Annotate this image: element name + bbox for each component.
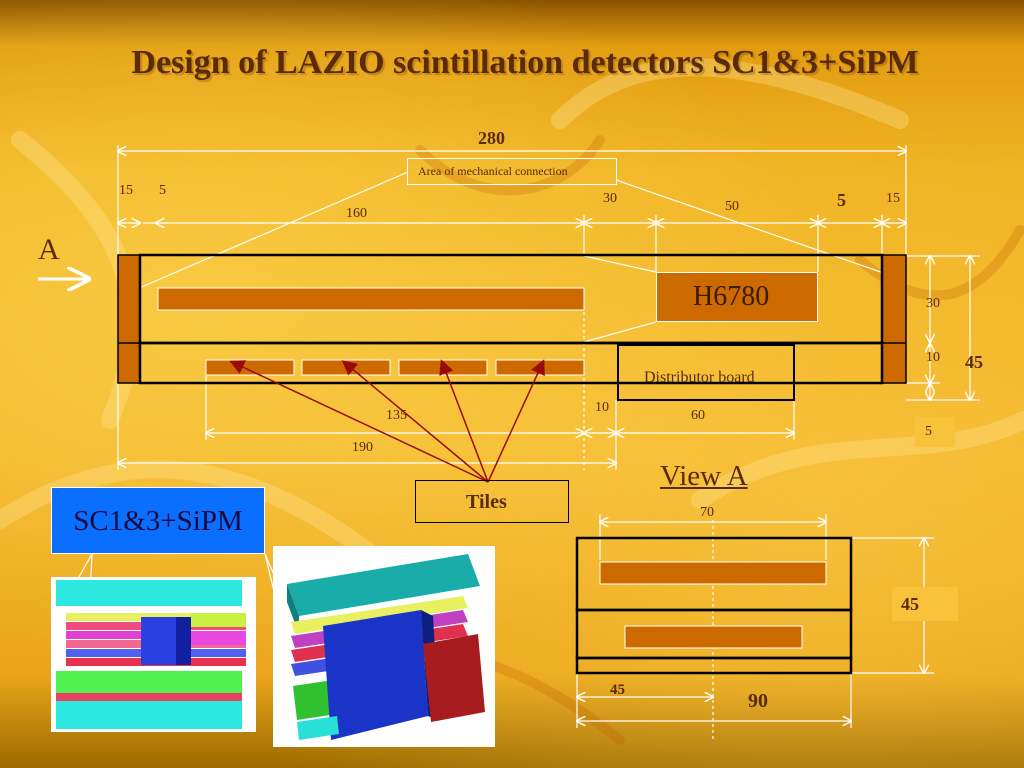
dim-15-right: 15: [886, 191, 900, 206]
scintillator-bar: [157, 287, 585, 311]
cross-section-image: [51, 577, 256, 732]
tile-2: [301, 359, 391, 376]
view-a-marker: A: [38, 233, 60, 266]
view-a-dim-45-box: 45: [892, 587, 958, 621]
dim-10-mid: 10: [595, 400, 609, 415]
view-a-bar: [599, 561, 827, 585]
page-title: Design of LAZIO scintillation detectors …: [131, 44, 919, 81]
dim-15-left: 15: [119, 183, 133, 198]
view-a-dim-70: 70: [700, 505, 714, 520]
render-3d-image: [273, 546, 495, 747]
h6780-label: H6780: [693, 281, 770, 312]
tile-3: [398, 359, 488, 376]
tiles-callout: Tiles: [415, 480, 569, 523]
tile-1: [205, 359, 295, 376]
mechanical-connection-callout: Area of mechanical connection: [407, 158, 617, 185]
view-a-dim-45-height: 45: [901, 594, 919, 614]
dim-30-side: 30: [926, 296, 940, 311]
dim-5-bottom: 5: [925, 424, 932, 439]
dim-190: 190: [352, 440, 373, 455]
dim-135: 135: [386, 408, 407, 423]
cross-section-layers: [56, 580, 246, 729]
dim-5-left: 5: [159, 183, 166, 198]
tiles-label: Tiles: [466, 491, 507, 513]
dim-5-right: 5: [837, 190, 846, 210]
mechanical-connection-label: Area of mechanical connection: [418, 164, 568, 178]
dim-10-side: 10: [926, 350, 940, 365]
lower-housing: [138, 341, 884, 385]
h6780-module: H6780: [656, 272, 818, 322]
right-end-cap: [881, 254, 907, 384]
view-a-dim-90: 90: [748, 690, 768, 712]
dim-60: 60: [691, 408, 705, 423]
distributor-board-label: Distributor board: [644, 369, 755, 386]
dim-280: 280: [478, 128, 505, 148]
render-3d-shapes: [287, 554, 485, 740]
view-a-tile: [624, 625, 803, 649]
view-a-lower: [575, 656, 853, 675]
dim-45-side: 45: [965, 352, 983, 372]
dim-50: 50: [725, 199, 739, 214]
dim-5-bottom-box: 5: [915, 417, 955, 447]
dim-30-top: 30: [603, 191, 617, 206]
tile-row: [205, 359, 585, 376]
view-a-heading: View A: [660, 460, 748, 492]
distributor-board: Distributor board: [617, 344, 795, 401]
view-a-dim-45-width: 45: [610, 682, 625, 698]
dim-160: 160: [346, 206, 367, 221]
sc13-sipm-label: SC1&3+SiPM: [51, 487, 265, 554]
left-end-cap: [117, 254, 141, 384]
